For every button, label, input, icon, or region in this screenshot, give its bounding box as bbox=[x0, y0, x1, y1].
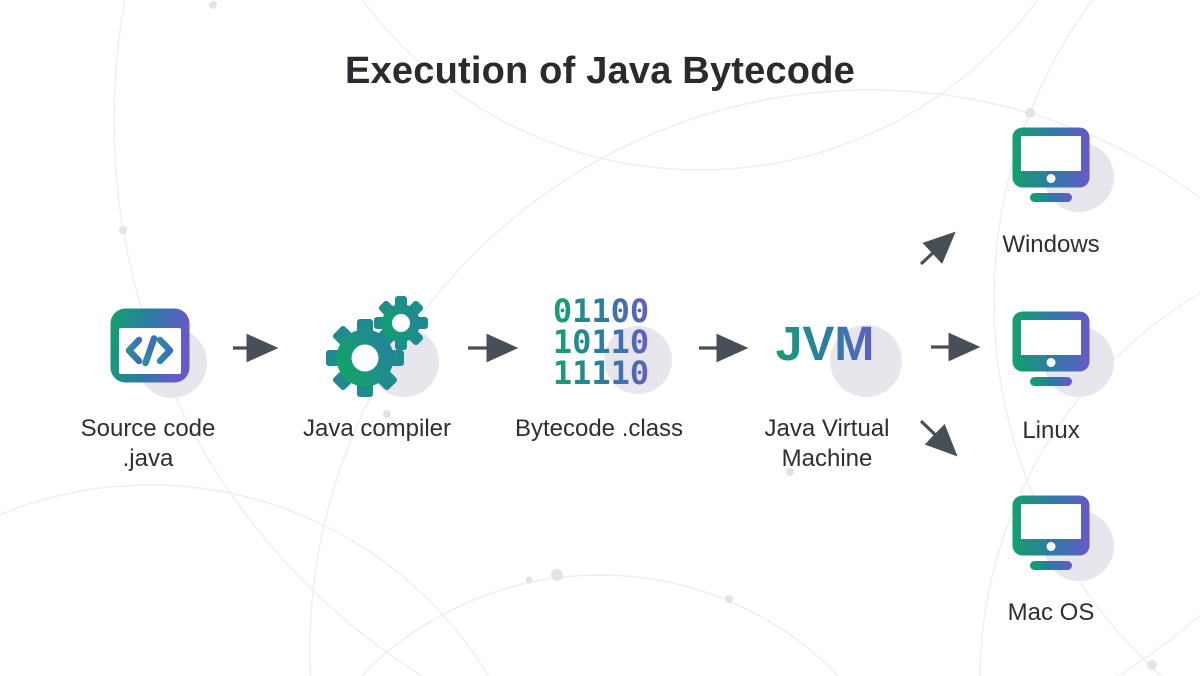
jvm-label-line2: Machine bbox=[781, 445, 873, 472]
jvm-label: Java Virtual Machine bbox=[737, 414, 917, 474]
platform-label-mac: Mac OS bbox=[1007, 599, 1095, 626]
java-compiler-label: Java compiler bbox=[302, 415, 452, 442]
page-title: Execution of Java Bytecode bbox=[345, 50, 855, 92]
monitor-icon-mac bbox=[1012, 495, 1090, 570]
monitor-icon-linux bbox=[1012, 311, 1090, 386]
monitor-icon-windows bbox=[1012, 127, 1090, 202]
gears-icon bbox=[326, 296, 428, 397]
platform-label-linux: Linux bbox=[1022, 417, 1080, 444]
source-code-label-line2: .java bbox=[122, 445, 174, 472]
arrow-down-right-icon bbox=[919, 419, 958, 457]
source-code-label: Source code .java bbox=[58, 414, 238, 474]
jvm-acronym: JVM bbox=[765, 321, 885, 369]
code-window-icon bbox=[110, 308, 190, 383]
jvm-label-line1: Java Virtual bbox=[764, 415, 890, 442]
arrow-up-right-icon bbox=[919, 231, 956, 266]
platform-label-windows: Windows bbox=[1002, 231, 1100, 258]
source-code-label-line1: Source code bbox=[80, 415, 216, 442]
bytecode-label: Bytecode .class bbox=[514, 415, 684, 442]
accent-circle-jvm bbox=[830, 325, 902, 397]
accent-circle-bytecode bbox=[604, 326, 672, 394]
